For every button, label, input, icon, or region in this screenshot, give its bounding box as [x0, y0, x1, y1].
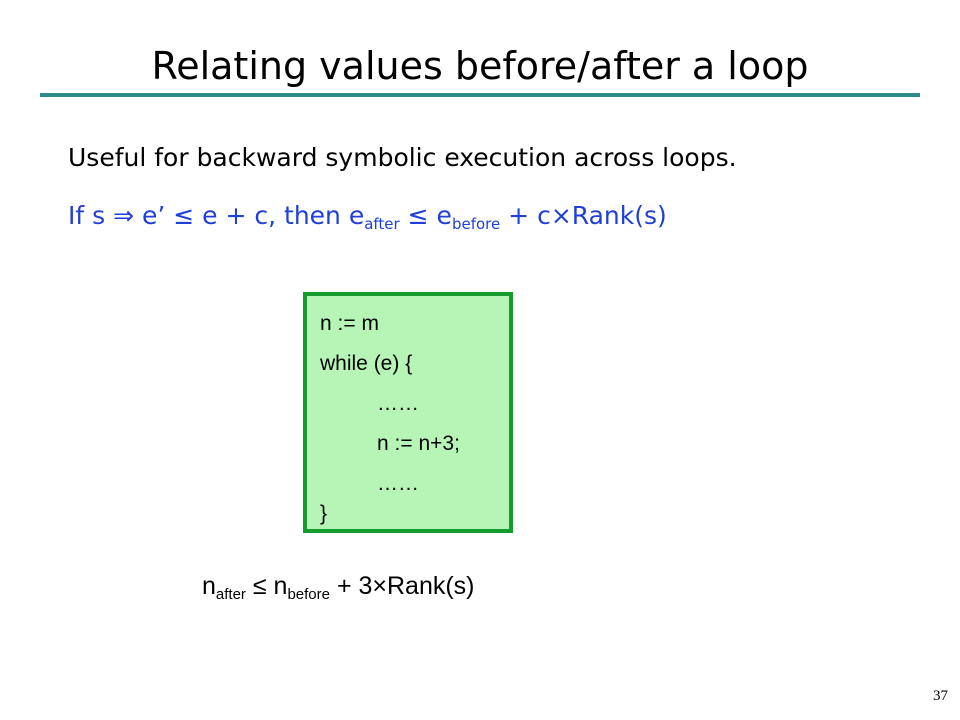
formula-sub-before: before: [287, 586, 330, 603]
code-line: while (e) {: [320, 352, 413, 375]
bound-formula: nafter ≤ nbefore + 3×Rank(s): [202, 568, 475, 604]
formula-base1: n: [202, 572, 216, 600]
rank-rule-part3: + c×Rank(s): [500, 201, 667, 230]
code-line: }: [320, 502, 328, 525]
code-line: ……: [377, 472, 419, 495]
code-line: n := n+3;: [377, 432, 460, 455]
code-line: n := m: [320, 312, 379, 335]
formula-base2: n: [273, 572, 288, 600]
formula-sub-after: after: [215, 586, 246, 603]
code-line: ……: [377, 392, 419, 415]
formula-tail: + 3×Rank(s): [330, 572, 475, 600]
page-number: 37: [933, 688, 948, 704]
rank-rule: If s ⇒ e’ ≤ e + c, then eafter ≤ ebefore…: [68, 198, 667, 234]
rank-rule-sub-after: after: [364, 215, 400, 233]
code-box: n := m while (e) { …… n := n+3; …… }: [303, 292, 513, 533]
rank-rule-part1: If s ⇒ e’ ≤ e + c, then e: [68, 201, 365, 230]
intro-text: Useful for backward symbolic execution a…: [68, 143, 737, 172]
title-underline: [40, 93, 920, 97]
rank-rule-part2: ≤ e: [399, 201, 452, 230]
rank-rule-sub-before: before: [451, 215, 501, 233]
slide-title: Relating values before/after a loop: [151, 44, 809, 88]
formula-op: ≤: [245, 572, 274, 600]
